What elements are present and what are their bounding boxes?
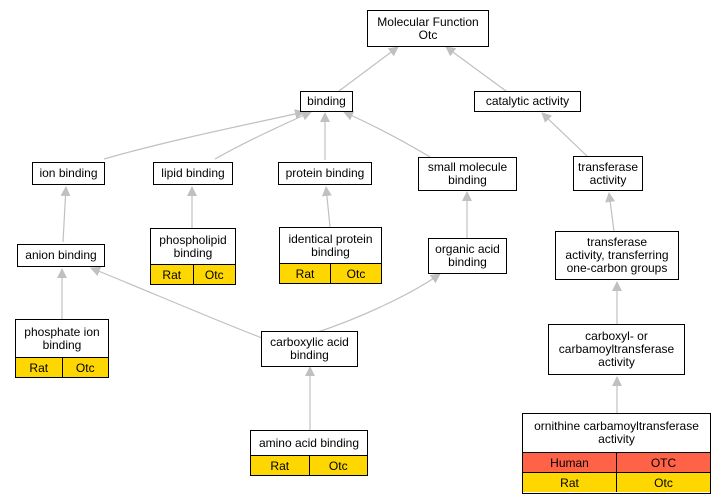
gene-cell: Otc — [330, 264, 381, 283]
node-label: activity, transferring — [565, 248, 669, 262]
gene-cell: Otc — [192, 265, 236, 284]
node-label: transferase — [577, 159, 639, 174]
node-label: organic acid — [435, 242, 500, 256]
gene-cell: Otc — [308, 456, 368, 475]
node-carboxylic-acid-binding[interactable]: carboxylic acid binding — [261, 331, 358, 367]
species-cell: Rat — [560, 475, 579, 490]
node-label: transferase — [586, 235, 648, 249]
node-label: catalytic activity — [485, 94, 570, 108]
node-label: binding — [448, 255, 487, 269]
species-cell: Rat — [162, 267, 182, 282]
node-lipid-binding[interactable]: lipid binding — [153, 162, 233, 185]
node-label: phosphate ion — [24, 324, 100, 339]
node-phosphate-ion-binding[interactable]: phosphate ion binding Rat Otc — [15, 319, 109, 378]
node-amino-acid-binding[interactable]: amino acid binding Rat Otc — [250, 430, 368, 476]
edge-carboxylic-to-organic — [314, 273, 441, 334]
species-cell: Rat — [270, 458, 290, 473]
edge-small-molecule-to-binding — [343, 111, 431, 158]
node-label: carbamoyltransferase — [558, 342, 675, 356]
node-ion-binding[interactable]: ion binding — [32, 162, 105, 185]
edge-ion-to-binding — [103, 109, 305, 160]
annotation-row: Human OTC — [523, 452, 710, 472]
node-label: binding — [311, 244, 350, 259]
node-transferase-activity[interactable]: transferase activity — [573, 156, 643, 191]
node-small-molecule-binding[interactable]: small molecule binding — [418, 157, 517, 191]
node-label: carboxylic acid — [270, 335, 349, 349]
node-phospholipid-binding[interactable]: phospholipid binding Rat Otc — [150, 228, 236, 285]
node-label: carboxyl- or — [585, 329, 648, 343]
edge-binding-to-molecular-function — [338, 46, 399, 92]
edge-carboxylic-to-anion — [90, 266, 263, 339]
node-label: binding — [42, 337, 82, 352]
edge-anion-to-ion — [60, 186, 71, 243]
edge-identical-to-protein — [321, 186, 332, 228]
node-label: one-carbon groups — [566, 261, 668, 275]
node-label: small molecule — [427, 160, 508, 174]
node-label: binding — [448, 173, 487, 187]
node-ornithine-carbamoyltransferase-activity[interactable]: ornithine carbamoyltransferase activity … — [522, 413, 711, 494]
edge-transferase-to-catalytic — [541, 112, 588, 157]
node-binding[interactable]: binding — [300, 91, 353, 112]
node-label: anion binding — [25, 248, 97, 262]
node-catalytic-activity[interactable]: catalytic activity — [474, 91, 581, 112]
gene-cell: Otc — [616, 473, 710, 492]
gene-cell: Otc — [61, 358, 109, 377]
node-label: activity — [598, 432, 635, 446]
node-carboxyl-or-carbamoyltransferase-activity[interactable]: carboxyl- or carbamoyltransferase activi… — [548, 324, 685, 375]
node-label: ornithine carbamoyltransferase — [534, 419, 699, 433]
annotation-row: Rat Otc — [280, 263, 381, 283]
annotation-row: Rat Otc — [251, 455, 367, 475]
edge-catalytic-to-molecular-function — [445, 46, 507, 92]
edge-lipid-to-binding — [214, 111, 312, 160]
annotation-row: Rat Otc — [16, 357, 108, 377]
gene-cell: OTC — [616, 453, 710, 472]
node-label: activity — [598, 355, 635, 369]
node-label: protein binding — [285, 166, 365, 180]
node-identical-protein-binding[interactable]: identical protein binding Rat Otc — [279, 227, 382, 284]
species-cell: Rat — [29, 360, 49, 375]
node-label: Molecular Function — [377, 14, 479, 29]
annotation-row: Rat Otc — [523, 472, 710, 492]
species-cell: Human — [550, 455, 589, 470]
node-label: Otc — [418, 27, 438, 42]
node-label: binding — [290, 348, 329, 362]
node-label: activity — [589, 172, 627, 187]
node-label: lipid binding — [161, 166, 225, 180]
node-anion-binding[interactable]: anion binding — [17, 244, 105, 267]
node-label: phospholipid — [159, 232, 227, 247]
node-protein-binding[interactable]: protein binding — [278, 162, 372, 185]
node-label: identical protein — [288, 231, 373, 246]
node-label: amino acid binding — [258, 435, 360, 450]
annotation-row: Rat Otc — [151, 264, 235, 284]
node-label: binding — [173, 245, 213, 260]
edge-one-carbon-to-transferase — [605, 192, 616, 232]
node-transferase-one-carbon-groups[interactable]: transferase activity, transferring one-c… — [555, 231, 679, 280]
node-organic-acid-binding[interactable]: organic acid binding — [428, 238, 507, 274]
node-label: ion binding — [39, 166, 98, 180]
node-label: binding — [307, 94, 346, 108]
species-cell: Rat — [295, 266, 315, 281]
node-molecular-function[interactable]: Molecular Function Otc — [367, 10, 489, 47]
